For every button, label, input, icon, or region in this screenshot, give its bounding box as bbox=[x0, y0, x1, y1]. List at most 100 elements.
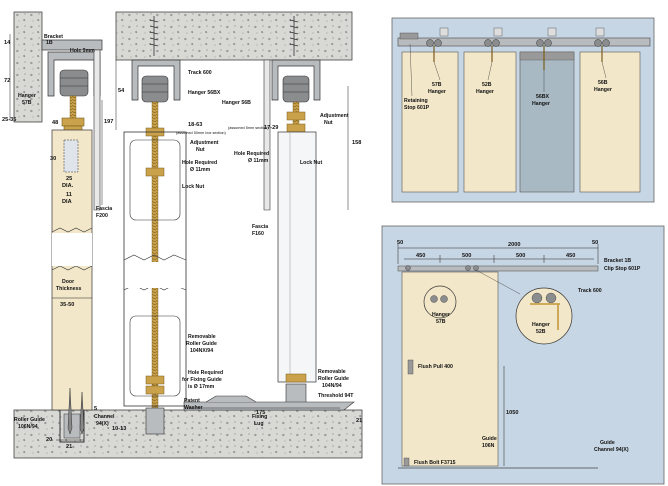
label-patent-washer-b: Washer bbox=[184, 405, 203, 411]
br-450a: 450 bbox=[416, 253, 425, 259]
dim-158: 158 bbox=[352, 140, 361, 146]
label-hole-11-1: Hole Required bbox=[182, 160, 217, 166]
dim-48: 48 bbox=[52, 120, 58, 126]
dim-2535: 25-35 bbox=[2, 117, 16, 123]
left-dimensions: 14 72 25-35 54 48 30 25 DIA. 11 DIA 197 … bbox=[2, 40, 362, 450]
label-rg-104n-c: 104N/94 bbox=[322, 383, 342, 389]
hanger-56b-wheel bbox=[282, 75, 310, 103]
dim-25: 25 bbox=[66, 176, 72, 182]
dim-dia2: DIA bbox=[62, 199, 72, 205]
left-labels: Bracket 1B Hole 9mm Hanger 57B Track 600… bbox=[14, 34, 354, 430]
br-guide-channel-b: Channel 94(X) bbox=[594, 447, 629, 453]
br-track: Track 600 bbox=[578, 288, 602, 294]
track-600 bbox=[131, 59, 181, 101]
label-rg-106n-b: 106N/94 bbox=[18, 424, 38, 430]
label-lock-nut-1: Lock Nut bbox=[182, 184, 204, 190]
dimension-lines bbox=[9, 34, 349, 441]
label-hole-11-2-b: Ø 11mm bbox=[248, 158, 269, 164]
br-450b: 450 bbox=[566, 253, 575, 259]
dim-54: 54 bbox=[118, 88, 125, 94]
label-track: Track 600 bbox=[188, 70, 212, 76]
br-1050: 1050 bbox=[506, 410, 518, 416]
br-guide: Guide bbox=[482, 436, 497, 442]
br-h52b-b: 52B bbox=[536, 329, 546, 335]
panel-57b bbox=[401, 51, 459, 193]
label-rg-104n-b: Roller Guide bbox=[318, 376, 349, 382]
label-hole-11-2: Hole Required bbox=[234, 151, 269, 157]
br-clip: Clip Stop 601P bbox=[604, 266, 641, 272]
dim-20: 20 bbox=[46, 437, 52, 443]
br-500a: 500 bbox=[462, 253, 471, 259]
label-door-thickness-b: Thickness bbox=[56, 286, 81, 292]
label-hole-17-b: for Fixing Guide bbox=[182, 377, 222, 383]
label-adj-nut-2-b: Nut bbox=[324, 120, 333, 126]
label-hanger-57b: Hanger bbox=[18, 93, 36, 99]
label-hole-17-c: is Ø 17mm bbox=[188, 384, 215, 390]
roller-guide-104nx bbox=[145, 407, 165, 435]
bottom-right-panel: 50 2000 50 450 500 500 450 1050 Bracket … bbox=[381, 225, 665, 485]
dim-72: 72 bbox=[4, 78, 10, 84]
tr-57b-b: Hanger bbox=[428, 89, 446, 95]
label-fascia-f200-b: F200 bbox=[96, 213, 108, 219]
top-right-panel: 57B Hanger 52B Hanger 56BX Hanger 56B Ha… bbox=[391, 17, 655, 203]
label-rg-104nx-b: Roller Guide bbox=[186, 341, 217, 347]
label-adj-nut-2: Adjustment bbox=[320, 113, 349, 119]
br-h52b: Hanger bbox=[532, 322, 550, 328]
tr-56bx: 56BX bbox=[536, 94, 550, 100]
label-bracket-code: 1B bbox=[46, 40, 53, 46]
tr-56b-b: Hanger bbox=[594, 87, 612, 93]
label-lock-nut-2: Lock Nut bbox=[300, 160, 322, 166]
label-rg-106n: Roller Guide bbox=[14, 417, 45, 423]
dim-1729: 17-29 bbox=[264, 125, 278, 131]
nut bbox=[61, 117, 85, 127]
tr-stop-b: Stop 601P bbox=[404, 105, 430, 111]
hanger-wheel bbox=[59, 69, 89, 97]
label-assume-1: (assumed 50mm box section) bbox=[176, 131, 227, 135]
label-hole-17: Hole Required bbox=[188, 370, 223, 376]
track-right bbox=[271, 59, 321, 101]
br-flush-bolt: Flush Bolt F3715 bbox=[414, 460, 456, 466]
label-door-thickness: Door bbox=[62, 279, 74, 285]
tr-57b: 57B bbox=[432, 82, 442, 88]
br-500b: 500 bbox=[516, 253, 525, 259]
label-rg-104nx-c: 104NX/94 bbox=[190, 348, 213, 354]
label-adj-nut-1: Adjustment bbox=[190, 140, 219, 146]
dim-dia: DIA. bbox=[62, 183, 74, 189]
dim-21b: 21 bbox=[356, 418, 362, 424]
label-hole-11-1-b: Ø 11mm bbox=[190, 167, 211, 173]
label-fixing-lug-b: Lug bbox=[254, 421, 264, 427]
dim-1013: 10-13 bbox=[112, 426, 126, 432]
bracket-1b bbox=[41, 39, 103, 51]
door-left bbox=[51, 129, 93, 411]
dim-175: 175 bbox=[256, 410, 265, 416]
label-hole-9mm: Hole 9mm bbox=[70, 48, 95, 54]
label-assume-2: (assumed 5mm section) bbox=[228, 126, 269, 130]
br-2000: 2000 bbox=[508, 242, 520, 248]
tr-52b-b: Hanger bbox=[476, 89, 494, 95]
tr-stop: Retaining bbox=[404, 98, 428, 104]
br-d50a: 50 bbox=[397, 240, 403, 246]
wall bbox=[13, 11, 43, 123]
label-patent-washer: Patent bbox=[184, 398, 200, 404]
tr-52b: 52B bbox=[482, 82, 492, 88]
fascia-f200 bbox=[93, 49, 101, 211]
dim-197: 197 bbox=[104, 119, 113, 125]
fascia-f160 bbox=[263, 59, 271, 211]
br-d50b: 50 bbox=[592, 240, 598, 246]
dim-1863: 18-63 bbox=[188, 122, 202, 128]
br-bracket: Bracket 1B bbox=[604, 258, 631, 264]
label-fascia-f160-b: F160 bbox=[252, 231, 264, 237]
label-threshold: Threshold 94T bbox=[318, 393, 354, 399]
label-fascia-f200: Fascia bbox=[96, 206, 112, 212]
ceiling bbox=[115, 11, 353, 61]
dim-21: 21 bbox=[66, 444, 72, 450]
tr-56b: 56B bbox=[598, 80, 608, 86]
label-rg-104nx: Removable bbox=[188, 334, 216, 340]
panel-56b bbox=[579, 51, 641, 193]
label-hanger-56bx: Hanger 56BX bbox=[188, 90, 221, 96]
threshold-94t bbox=[183, 401, 355, 411]
label-rg-104n: Removable bbox=[318, 369, 346, 375]
dim-14: 14 bbox=[4, 40, 11, 46]
dim-3550: 35-50 bbox=[60, 302, 74, 308]
dim-5: 5 bbox=[94, 406, 97, 412]
